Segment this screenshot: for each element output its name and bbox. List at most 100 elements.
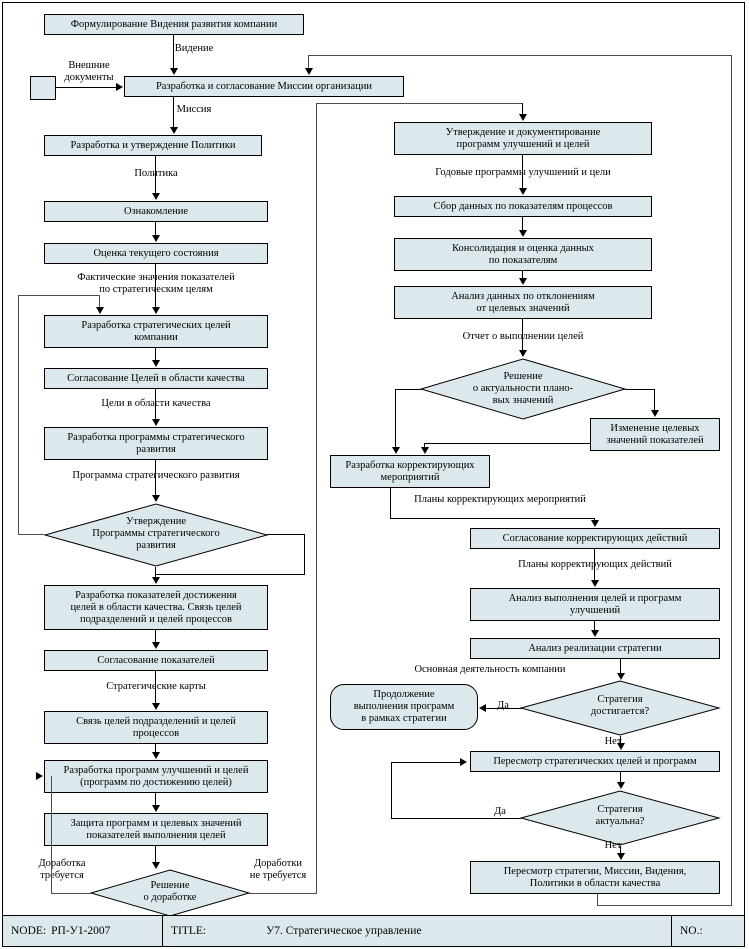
connector-r14-yes-left [391, 818, 521, 819]
node-external-documents-box[interactable] [30, 76, 56, 100]
node-revise-strategy-mission-vision[interactable]: Пересмотр стратегии, Миссии, Видения, По… [470, 861, 720, 894]
title-block-title-cell: TITLE: У7. Стратегическое управление [163, 916, 672, 946]
connector-extdoc-horizontal [56, 87, 118, 88]
connector-r6-to-r7-vertical [424, 443, 425, 447]
edge-label-corrective-action-plans: Планы корректирующих действий [518, 559, 672, 570]
title-block-title-value: У7. Стратегическое управление [266, 925, 422, 937]
connector-r1-to-r2 [522, 155, 523, 189]
connector-program-rejected-vertical [18, 295, 19, 535]
connector-rework-required-vertical [51, 776, 52, 894]
node-programs-defense[interactable]: Защита программ и целевых значений показ… [44, 813, 268, 846]
connector-outer-return-stub [597, 894, 598, 906]
decision-strategic-program-approval[interactable] [43, 503, 269, 567]
node-link-unit-process-goals[interactable]: Связь целей подразделений и целей процес… [44, 711, 268, 744]
node-mission-development[interactable]: Разработка и согласование Миссии организ… [124, 76, 404, 97]
arrowhead-r7-to-r8 [591, 520, 599, 527]
arrowhead-r13-to-r14 [617, 782, 625, 789]
node-familiarization[interactable]: Ознакомление [44, 201, 268, 222]
connector-r2-to-r3 [522, 217, 523, 231]
connector-outer-return-right [731, 55, 732, 905]
connector-r14-yes-top [391, 762, 461, 763]
edge-label-no-relevant: Нет [604, 840, 622, 851]
title-block-no-label: NO.: [680, 925, 703, 937]
node-goal-indicators-development[interactable]: Разработка показателей достижения целей … [44, 585, 268, 630]
edge-label-yes-achieved: Да [497, 700, 509, 711]
edge-label-annual-programs: Годовые программы улучшений и цели [435, 167, 611, 178]
node-strategy-implementation-analysis[interactable]: Анализ реализации стратегии [470, 638, 720, 659]
node-improvement-programs-development[interactable]: Разработка программ улучшений и целей (п… [44, 760, 268, 793]
arrowhead-program-rejected-to-goals [96, 307, 104, 314]
edge-label-mission: Миссия [176, 104, 212, 115]
connector-no-rework-vertical [316, 103, 317, 894]
decision-strategy-relevant[interactable] [519, 790, 721, 846]
connector-outer-return-bottom [597, 905, 732, 906]
title-block-title-label: TITLE: [171, 925, 207, 937]
connector-r7-to-r8-horizontal [390, 518, 595, 519]
arrowhead-r2-to-r3 [519, 230, 527, 237]
node-continue-programs[interactable]: Продолжение выполнения программ в рамках… [330, 684, 478, 730]
decision-target-values-relevance[interactable] [419, 358, 627, 420]
arrowhead-link-goals-to-improvement [152, 752, 160, 759]
connector-defense-to-rework-decision [155, 846, 156, 863]
connector-decision-right-vertical [654, 389, 655, 410]
arrowhead-r4-to-decision [519, 350, 527, 357]
node-programs-approval-documentation[interactable]: Утверждение и документирование программ … [394, 122, 652, 155]
connector-program-approved-bottom [155, 574, 305, 575]
node-deviation-analysis[interactable]: Анализ данных по отклонениям от целевых … [394, 286, 652, 319]
edge-label-strategic-dev-program: Программа стратегического развития [72, 470, 240, 481]
connector-program-to-decision [155, 460, 156, 496]
connector-outer-return-down-to-mission [308, 55, 309, 69]
title-block-node-value: РП-У1-2007 [51, 925, 111, 937]
node-strategic-program-development[interactable]: Разработка программы стратегического раз… [44, 427, 268, 460]
node-target-values-change[interactable]: Изменение целевых значений показателей [590, 418, 720, 451]
arrowhead-familiarization-to-assessment [152, 235, 160, 242]
connector-goals-to-quality-goals [155, 348, 156, 361]
decision-strategy-achieved-label: Стратегия достигается? [590, 694, 650, 717]
node-data-consolidation-evaluation[interactable]: Консолидация и оценка данных по показате… [394, 238, 652, 271]
arrowhead-decision-right-to-change [651, 410, 659, 417]
connector-r14-no [620, 846, 621, 854]
arrowhead-policy-to-familiarization [152, 193, 160, 200]
node-vision-formulation[interactable]: Формулирование Видения развития компании [44, 14, 304, 35]
node-revise-strategic-goals-programs[interactable]: Пересмотр стратегических целей и програм… [470, 751, 720, 772]
node-corrective-actions-approval[interactable]: Согласование корректирующих действий [470, 528, 720, 549]
node-process-data-collection[interactable]: Сбор данных по показателям процессов [394, 196, 652, 217]
node-policy-development[interactable]: Разработка и утверждение Политики [44, 135, 262, 156]
node-strategic-goals-development[interactable]: Разработка стратегических целей компании [44, 315, 268, 348]
connector-r6-to-r7-horizontal [424, 443, 591, 444]
connector-approval-to-link-goals [155, 671, 156, 704]
arrowhead-r10-to-r11 [617, 673, 625, 680]
arrowhead-quality-goals-to-program [152, 419, 160, 426]
node-indicators-approval[interactable]: Согласование показателей [44, 650, 268, 671]
title-block: NODE: РП-У1-2007 TITLE: У7. Стратегическ… [2, 915, 745, 947]
arrowhead-vision-to-mission [170, 68, 178, 75]
arrowhead-outer-return-to-mission [305, 68, 313, 75]
edge-label-corrective-measure-plans: Планы корректирующих мероприятий [414, 494, 586, 505]
connector-no-rework-down [522, 103, 523, 115]
arrowhead-indicators-to-approval [152, 642, 160, 649]
connector-improvement-to-defense [155, 793, 156, 806]
node-current-state-assessment[interactable]: Оценка текущего состояния [44, 243, 268, 264]
connector-r3-to-r4 [522, 271, 523, 279]
arrowhead-r11-yes-to-continue [479, 704, 486, 712]
node-corrective-measures-development[interactable]: Разработка корректирующих мероприятий [330, 455, 490, 488]
edge-label-no-achieved: Нет [604, 736, 622, 747]
connector-r7-down [390, 488, 391, 518]
edge-label-vision: Видение [174, 43, 214, 54]
arrowhead-goals-to-quality-goals [152, 360, 160, 367]
connector-r13-to-r14 [620, 772, 621, 783]
decision-strategy-achieved[interactable] [519, 680, 721, 736]
arrowhead-r14-yes-to-revise [460, 758, 467, 766]
arrowhead-r11-no-to-revise [617, 743, 625, 750]
node-quality-goals-approval[interactable]: Согласование Целей в области качества [44, 368, 268, 389]
arrowhead-program-approved-to-indicators [152, 577, 160, 584]
arrowhead-r8-to-r9 [591, 580, 599, 587]
arrowhead-r9-to-r10 [591, 630, 599, 637]
connector-policy-to-familiarization [155, 156, 156, 194]
edge-label-main-activity: Основная деятельность компании [414, 664, 566, 675]
edge-label-strategic-maps: Стратегические карты [106, 681, 206, 692]
arrowhead-program-to-decision [152, 495, 160, 502]
node-goals-programs-execution-analysis[interactable]: Анализ выполнения целей и программ улучш… [470, 588, 720, 621]
connector-r11-yes [486, 708, 522, 709]
connector-vision-to-mission [173, 35, 174, 69]
